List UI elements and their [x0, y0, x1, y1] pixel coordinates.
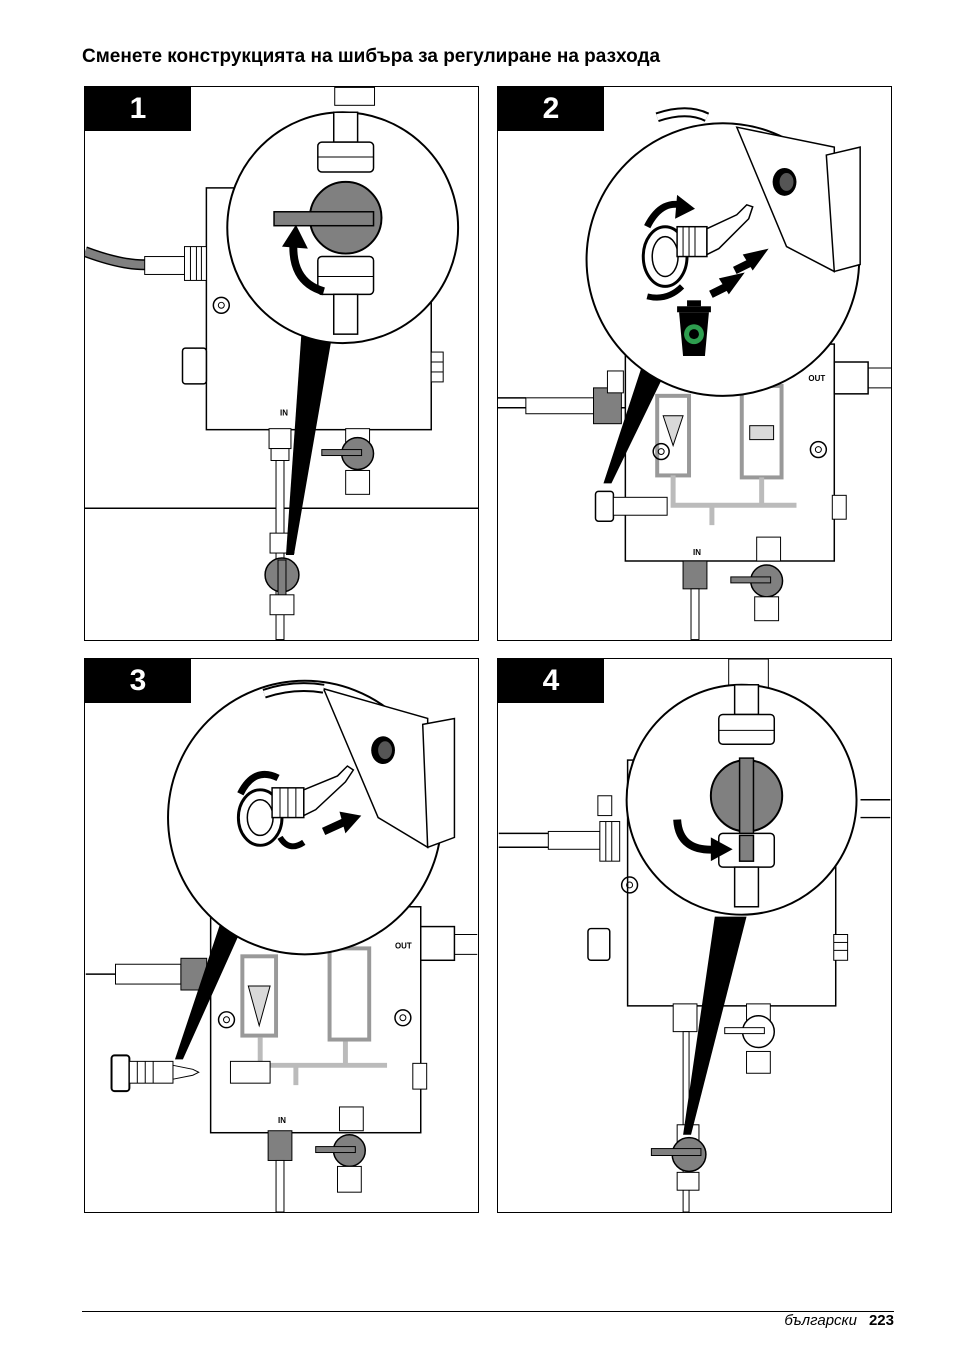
footer-rule [82, 1311, 894, 1312]
recycle-bin-icon [677, 300, 711, 357]
out-port-label: OUT [808, 374, 825, 383]
in-port-label: IN [280, 409, 288, 418]
step-3-illustration: OUT IN [85, 679, 478, 1212]
page-number: 223 [868, 1312, 894, 1329]
step-2-illustration: OUT IN [498, 107, 891, 640]
page-footer: български 223 [784, 1312, 894, 1329]
step-4-badge: 4 [498, 659, 604, 703]
step-3-badge: 3 [85, 659, 191, 703]
page-title: Сменете конструкцията на шибъра за регул… [82, 46, 661, 67]
step-1-illustration: IN [85, 87, 478, 640]
step-2-badge: 2 [498, 87, 604, 131]
footer-language: български [784, 1312, 857, 1329]
step-4-panel: 4 [497, 658, 892, 1213]
in-port-label: IN [693, 548, 701, 557]
step-4-illustration [498, 659, 891, 1212]
step-1-badge: 1 [85, 87, 191, 131]
out-port-label: OUT [395, 941, 412, 950]
step-1-panel: IN 1 [84, 86, 479, 641]
step-3-panel: OUT IN 3 [84, 658, 479, 1213]
step-2-panel: OUT IN [497, 86, 892, 641]
in-port-label: IN [278, 1116, 286, 1125]
